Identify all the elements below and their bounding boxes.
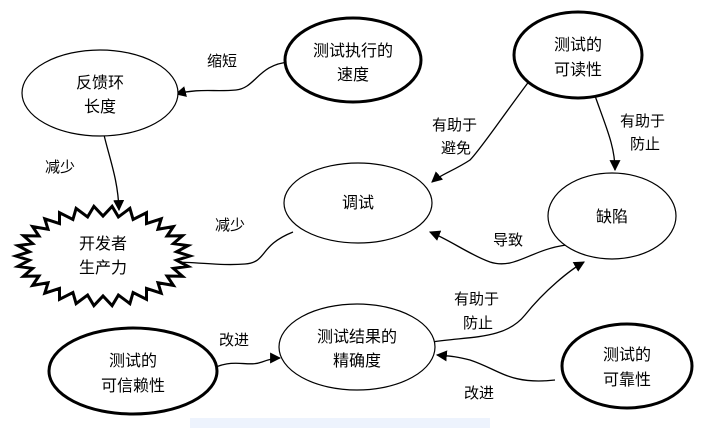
node-defects: 缺陷 (547, 172, 677, 260)
svg-text:精确度: 精确度 (333, 351, 381, 370)
node-test-reliability: 测试的 可靠性 (560, 322, 694, 410)
edge-label-cause: 导致 (493, 231, 523, 249)
edge-trust-to-accuracy (205, 352, 282, 373)
svg-text:可读性: 可读性 (554, 60, 602, 79)
svg-text:生产力: 生产力 (79, 258, 127, 277)
edge-label-help-avoid-1: 有助于 (432, 116, 477, 134)
node-feedback-loop-length: 反馈环 长度 (21, 49, 179, 137)
svg-text:测试执行的: 测试执行的 (313, 41, 393, 60)
edge-label-help-prevent-acc-1: 有助于 (454, 290, 499, 308)
watermark-band (190, 418, 490, 428)
node-debugging: 调试 (283, 162, 433, 244)
edge-readability-to-defects (592, 89, 621, 172)
edge-label-reduce-feedback: 减少 (45, 158, 75, 176)
svg-text:反馈环: 反馈环 (76, 73, 124, 92)
edge-speed-to-feedback (174, 61, 291, 97)
edge-debug-to-productivity (168, 231, 294, 268)
edge-label-help-prevent-read-1: 有助于 (620, 112, 665, 130)
edge-label-improve-reliab: 改进 (464, 384, 494, 402)
node-test-result-accuracy: 测试结果的 精确度 (278, 303, 436, 391)
edge-label-help-prevent-read-2: 防止 (630, 135, 660, 153)
svg-text:可信赖性: 可信赖性 (101, 376, 165, 395)
svg-text:测试的: 测试的 (109, 351, 157, 370)
edge-label-improve-trust: 改进 (219, 331, 249, 349)
svg-text:长度: 长度 (84, 97, 116, 116)
svg-text:开发者: 开发者 (79, 234, 127, 253)
edge-label-help-avoid-2: 避免 (441, 139, 471, 157)
svg-text:速度: 速度 (337, 65, 369, 84)
edge-label-shorten: 缩短 (207, 52, 237, 70)
node-developer-productivity: 开发者 生产力 (10, 203, 196, 309)
edge-label-help-prevent-acc-2: 防止 (463, 314, 493, 332)
edge-defects-to-debug (428, 230, 567, 265)
node-test-execution-speed: 测试执行的 速度 (283, 16, 423, 104)
svg-text:测试的: 测试的 (603, 345, 651, 364)
edge-accuracy-to-defects (431, 261, 585, 343)
svg-text:测试的: 测试的 (554, 35, 602, 54)
edge-label-reduce-debug: 减少 (215, 216, 245, 234)
svg-text:测试结果的: 测试结果的 (317, 327, 397, 346)
edge-readability-to-debug (431, 79, 531, 183)
edge-reliability-to-accuracy (435, 350, 556, 382)
node-test-readability: 测试的 可读性 (512, 10, 644, 100)
edge-feedback-to-productivity (103, 134, 125, 212)
svg-text:调试: 调试 (342, 193, 374, 212)
svg-text:可靠性: 可靠性 (603, 370, 651, 389)
svg-text:缺陷: 缺陷 (596, 207, 628, 226)
node-test-trustworthiness: 测试的 可信赖性 (47, 326, 219, 416)
